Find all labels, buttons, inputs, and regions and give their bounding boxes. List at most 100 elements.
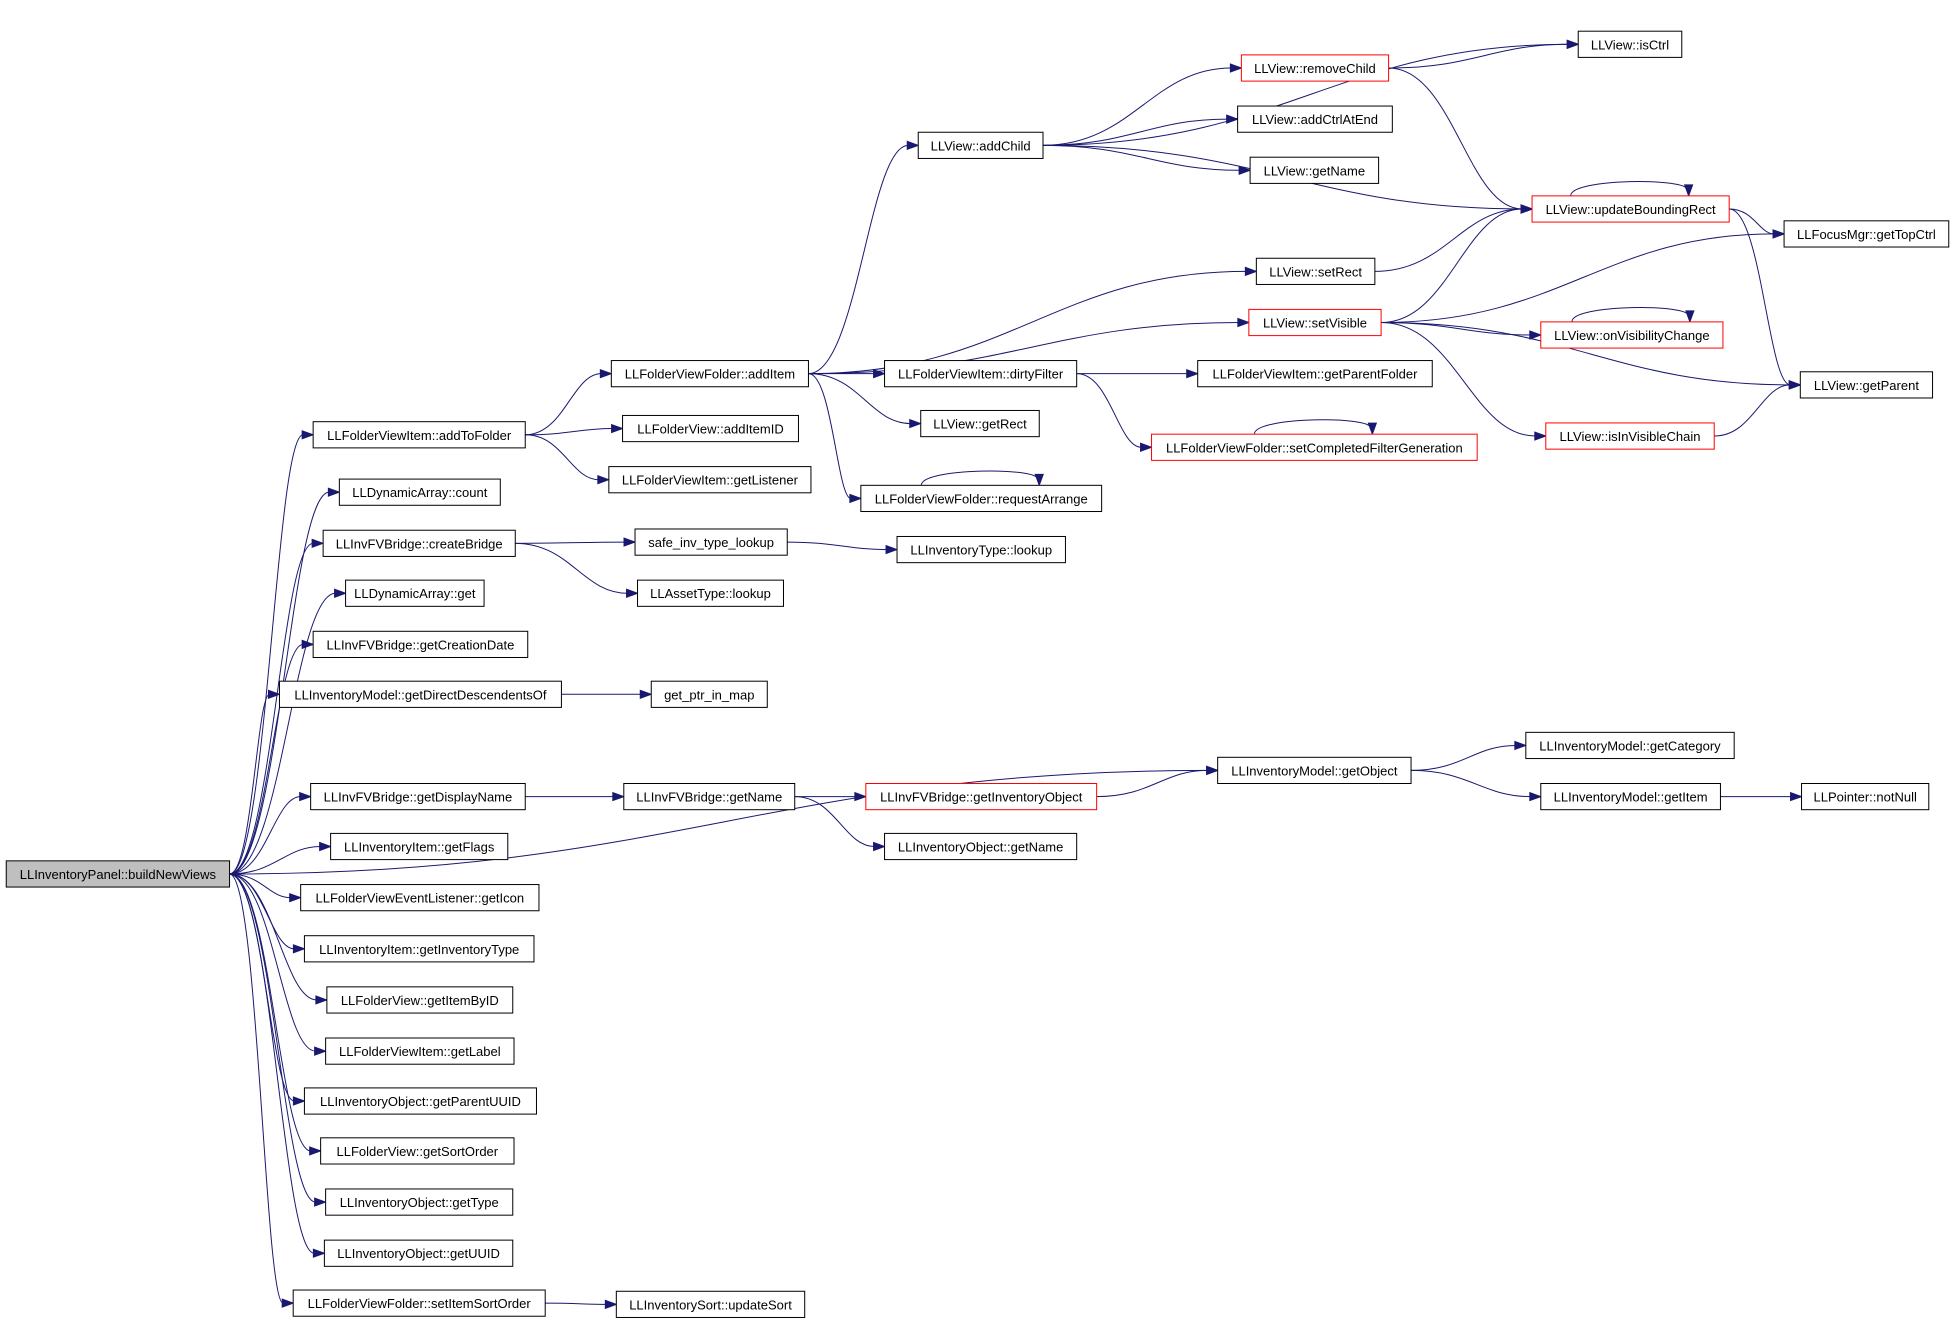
node-getParentFolder[interactable]: LLFolderViewItem::getParentFolder — [1197, 360, 1433, 388]
node-addToFolder[interactable]: LLFolderViewItem::addToFolder — [312, 421, 526, 449]
node-label: LLFolderView::getItemByID — [341, 993, 499, 1008]
edge-path — [1729, 208, 1775, 235]
node-getListener[interactable]: LLFolderViewItem::getListener — [608, 466, 812, 494]
node-invTypeLookup[interactable]: LLInventoryType::lookup — [896, 535, 1066, 564]
node-box — [310, 782, 526, 811]
call-edge-getObject-to-modelGetItem — [1411, 769, 1543, 802]
node-setCompleted[interactable]: LLFolderViewFolder::setCompletedFilterGe… — [1151, 433, 1478, 461]
node-box — [1249, 156, 1380, 184]
edge-arrowhead — [292, 1096, 306, 1106]
node-label: LLView::getRect — [933, 417, 1027, 432]
edge-arrowhead — [1566, 39, 1580, 50]
edge-arrowhead — [611, 423, 625, 434]
node-label: LLInvFVBridge::getName — [636, 790, 782, 805]
node-getIcon[interactable]: LLFolderViewEventListener::getIcon — [300, 884, 540, 912]
node-addItem[interactable]: LLFolderViewFolder::addItem — [610, 360, 809, 388]
node-setRect[interactable]: LLView::setRect — [1255, 257, 1376, 285]
call-edge-onVisibilityChange-to-onVisibilityChange — [1571, 307, 1695, 324]
node-modelGetItem[interactable]: LLInventoryModel::getItem — [1540, 782, 1721, 811]
call-edge-root-to-getIcon — [229, 873, 303, 903]
node-safeLookup[interactable]: safe_inv_type_lookup — [634, 528, 788, 556]
node-updateSort[interactable]: LLInventorySort::updateSort — [615, 1290, 806, 1318]
edge-path — [794, 796, 875, 848]
edge-path — [229, 592, 336, 875]
call-edge-addItem-to-addChild — [808, 140, 920, 375]
call-edge-root-to-getItemByID — [229, 873, 329, 1005]
node-box — [610, 360, 809, 388]
node-fvbGetName[interactable]: LLInvFVBridge::getName — [623, 782, 796, 811]
node-setVisible[interactable]: LLView::setVisible — [1248, 308, 1382, 337]
node-box — [920, 409, 1040, 438]
node-objGetName[interactable]: LLInventoryObject::getName — [884, 832, 1078, 861]
edge-arrowhead — [1772, 229, 1786, 239]
node-updateBoundingRect[interactable]: LLView::updateBoundingRect — [1531, 195, 1730, 223]
call-edge-root-to-getDisplayName — [229, 791, 313, 875]
node-viewGetParent[interactable]: LLView::getParent — [1799, 371, 1934, 399]
node-label: LLFolderViewItem::dirtyFilter — [898, 367, 1064, 382]
node-addItemID[interactable]: LLFolderView::addItemID — [622, 414, 799, 443]
node-getType[interactable]: LLInventoryObject::getType — [325, 1188, 514, 1216]
node-getParentUUID[interactable]: LLInventoryObject::getParentUUID — [303, 1087, 537, 1115]
node-getDisplayName[interactable]: LLInvFVBridge::getDisplayName — [310, 782, 526, 811]
node-getRect[interactable]: LLView::getRect — [920, 409, 1040, 438]
node-createBridge[interactable]: LLInvFVBridge::createBridge — [322, 529, 516, 557]
edge-path — [229, 873, 291, 899]
node-getItemByID[interactable]: LLFolderView::getItemByID — [326, 986, 514, 1014]
node-dirtyFilter[interactable]: LLFolderViewItem::dirtyFilter — [884, 360, 1078, 388]
node-getUUID[interactable]: LLInventoryObject::getUUID — [323, 1239, 514, 1267]
call-edge-addChild-to-removeChild — [1042, 63, 1243, 146]
node-box — [345, 579, 485, 607]
node-isInVisibleChain[interactable]: LLView::isInVisibleChain — [1545, 422, 1715, 450]
edge-arrowhead — [301, 430, 315, 440]
node-removeChild[interactable]: LLView::removeChild — [1240, 54, 1390, 82]
node-notNull[interactable]: LLPointer::notNull — [1801, 782, 1930, 811]
node-getPtrInMap[interactable]: get_ptr_in_map — [650, 680, 768, 708]
call-edge-setVisible-to-isInVisibleChain — [1381, 322, 1548, 441]
node-onVisibilityChange[interactable]: LLView::onVisibilityChange — [1540, 321, 1724, 349]
node-getTopCtrl[interactable]: LLFocusMgr::getTopCtrl — [1783, 220, 1950, 248]
edge-path — [1381, 233, 1775, 324]
node-label: safe_inv_type_lookup — [648, 535, 774, 550]
edge-arrowhead — [1226, 114, 1240, 124]
call-edge-removeChild-to-updateBoundingRect — [1388, 67, 1534, 214]
node-label: LLInventoryModel::getObject — [1231, 763, 1398, 778]
node-getFlags[interactable]: LLInventoryItem::getFlags — [330, 832, 509, 861]
call-edge-isInVisibleChain-to-viewGetParent — [1714, 380, 1802, 437]
node-assetLookup[interactable]: LLAssetType::lookup — [637, 579, 784, 607]
edge-path — [229, 873, 295, 950]
edge-path — [1381, 322, 1531, 336]
edge-path — [1381, 322, 1536, 437]
node-addCtrlAtEnd[interactable]: LLView::addCtrlAtEnd — [1237, 105, 1393, 133]
node-root[interactable]: LLInventoryPanel::buildNewViews — [5, 860, 231, 888]
edge-path — [1076, 373, 1142, 448]
node-box — [325, 1037, 515, 1065]
node-getObject[interactable]: LLInventoryModel::getObject — [1217, 756, 1412, 784]
node-getCategory[interactable]: LLInventoryModel::getCategory — [1525, 731, 1735, 760]
node-addChild[interactable]: LLView::addChild — [917, 131, 1044, 159]
node-getSortOrder[interactable]: LLFolderView::getSortOrder — [320, 1137, 515, 1165]
node-requestArrange[interactable]: LLFolderViewFolder::requestArrange — [860, 484, 1103, 513]
node-getInvObject[interactable]: LLInvFVBridge::getInventoryObject — [865, 782, 1098, 811]
node-viewGetName[interactable]: LLView::getName — [1249, 156, 1380, 184]
call-edge-requestArrange-to-requestArrange — [920, 470, 1044, 487]
call-edge-addItem-to-requestArrange — [808, 373, 863, 504]
edge-arrowhead — [1237, 317, 1251, 328]
node-getLabel[interactable]: LLFolderViewItem::getLabel — [325, 1037, 515, 1065]
node-box — [300, 884, 540, 912]
node-label: get_ptr_in_map — [664, 687, 754, 702]
edge-arrowhead — [854, 791, 868, 802]
edge-arrowhead — [1534, 431, 1548, 441]
node-getDirectDesc[interactable]: LLInventoryModel::getDirectDescendentsOf — [278, 680, 562, 708]
node-isCtrl[interactable]: LLView::isCtrl — [1577, 30, 1683, 58]
node-daCount[interactable]: LLDynamicArray::count — [338, 478, 501, 506]
node-box — [1801, 782, 1930, 811]
node-label: LLInventoryType::lookup — [910, 543, 1052, 558]
node-daGet[interactable]: LLDynamicArray::get — [345, 579, 485, 607]
edge-path — [808, 144, 909, 375]
node-label: LLInventoryObject::getName — [898, 840, 1063, 855]
node-getCreationDate[interactable]: LLInvFVBridge::getCreationDate — [312, 630, 529, 658]
node-box — [326, 986, 514, 1014]
node-getInventoryType[interactable]: LLInventoryItem::getInventoryType — [303, 935, 535, 963]
node-setItemSortOrder[interactable]: LLFolderViewFolder::setItemSortOrder — [292, 1289, 546, 1317]
node-box — [622, 414, 799, 443]
